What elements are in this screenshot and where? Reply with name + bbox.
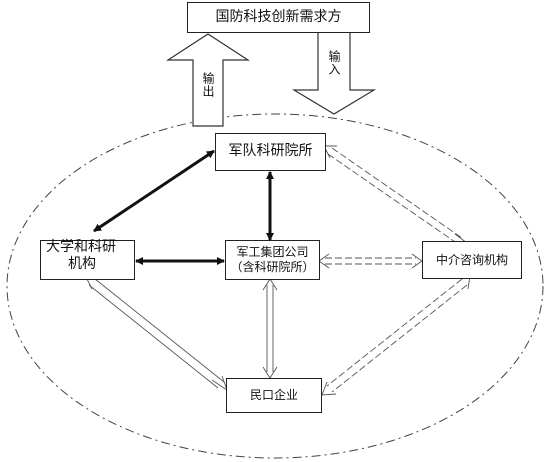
output-block-arrow: [165, 33, 251, 127]
node-private-label: 民口企业: [249, 388, 298, 402]
arrow-group-consult-heads: [318, 253, 423, 269]
node-group-label-2: （含科研院所）: [230, 260, 315, 274]
node-military-group: 军工集团公司 （含科研院所）: [225, 240, 320, 280]
node-consulting: 中介咨询机构: [422, 241, 522, 279]
arrow-group-private: [262, 278, 278, 379]
arrow-military-consult-heads: [323, 145, 468, 248]
node-private-enterprise: 民口企业: [226, 378, 322, 413]
arrow-group-consult: [325, 257, 416, 265]
node-university: 大学和科研 机构: [40, 238, 135, 280]
node-consult-label: 中介咨询机构: [435, 252, 508, 267]
arrow-consult-private: [326, 278, 468, 393]
node-demand-label: 国防科技创新需求方: [215, 8, 342, 25]
node-university-label-1: 大学和科研: [46, 238, 116, 255]
node-military-research: 军队科研院所: [215, 133, 326, 171]
arrow-military-consult: [327, 147, 463, 245]
node-group-label-1: 军工集团公司: [236, 245, 309, 259]
output-arrow-label: 输出: [201, 72, 215, 98]
node-demand: 国防科技创新需求方: [187, 2, 370, 33]
arrow-consult-private-heads: [321, 275, 471, 396]
arrow-university-private: [85, 273, 228, 392]
input-block-arrow: [291, 29, 377, 115]
arrow-university-military: [93, 149, 215, 233]
input-arrow-label: 输入: [327, 50, 341, 76]
node-university-label-2: 机构: [68, 256, 96, 272]
node-military-label: 军队科研院所: [228, 143, 313, 160]
system-boundary-ellipse: [6, 113, 544, 459]
